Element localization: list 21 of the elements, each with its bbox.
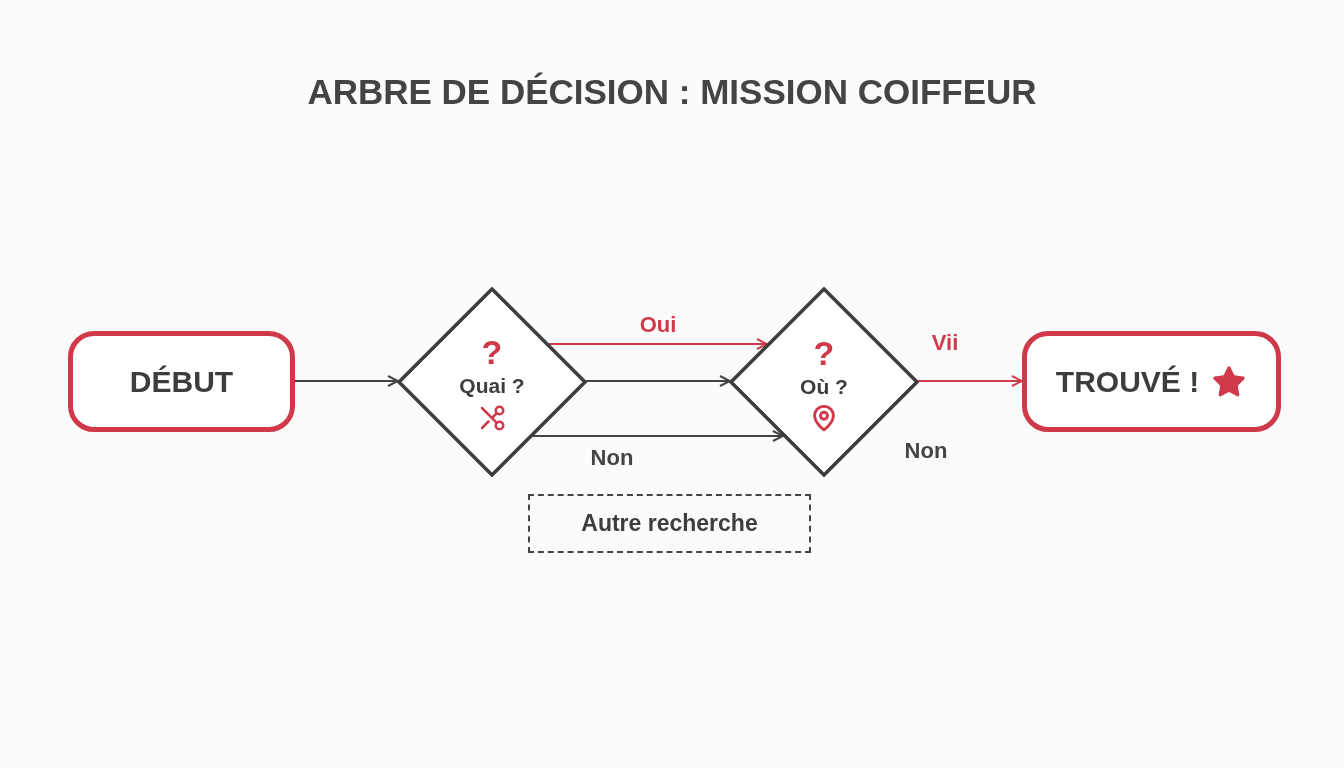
edge-label: Non [589,443,635,472]
branch-label: Non [904,436,948,465]
node-text: TROUVÉ ! [1055,364,1200,400]
terminal-box [1022,331,1281,432]
arrow [532,430,784,442]
arrow [548,338,768,350]
node-text: DÉBUT [129,364,234,400]
node-text: Autre recherche [581,509,758,539]
terminal-box [68,331,295,432]
decision-diamond [397,287,587,477]
decision-text: Où ? [800,374,848,401]
edge-label: Vii [930,328,960,357]
question-mark: ? [813,332,835,374]
arrow [917,375,1023,387]
arrow [294,375,399,387]
decision-text: Quai ? [459,373,525,400]
process-box [528,494,811,553]
question-mark: ? [481,331,503,373]
arrow [585,375,731,387]
diagram-title: ARBRE DE DÉCISION : MISSION COIFFEUR [306,71,1038,113]
edge-label: Oui [638,310,678,339]
